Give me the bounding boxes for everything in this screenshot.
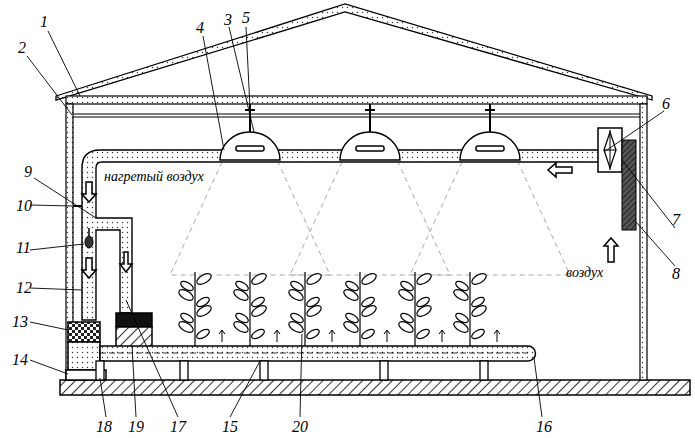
callout-number: 7 [672,212,680,228]
ceiling [66,96,647,104]
filter [622,140,636,230]
callout-number: 20 [292,419,308,435]
valve [85,228,93,248]
fan [598,128,622,172]
callout-number: 10 [16,198,32,214]
callout-number: 8 [672,266,680,282]
lamp [220,132,520,160]
callout-number: 3 [224,12,232,28]
callout-number: 6 [662,96,670,112]
callout-number: 14 [12,352,28,368]
flow-label: нагретый воздух [104,170,204,184]
light-cone [170,162,570,275]
callout-number: 5 [242,10,250,26]
flow-arrow [219,330,500,342]
callout-number: 18 [96,419,112,435]
leader-line [27,27,675,417]
callout-number: 15 [222,419,238,435]
floor [60,380,690,395]
callout-number: 16 [536,419,552,435]
callout-number: 11 [16,240,31,256]
callout-number: 2 [18,40,26,56]
callout-number: 4 [196,20,204,36]
flow-label: воздух [566,266,603,280]
callout-number: 19 [128,419,144,435]
callout-number: 13 [12,314,28,330]
callout-number: 9 [24,164,32,180]
callout-number: 1 [40,14,48,30]
callout-number: 17 [170,419,186,435]
heater-unit [68,322,100,342]
air-duct [82,150,600,320]
humidifier [116,313,152,327]
flow-arrow [82,163,618,278]
wall [640,104,647,380]
hanger [245,104,495,132]
callout-number: 12 [16,280,32,296]
air-channel [100,346,536,361]
roof [56,4,652,100]
plant [177,272,488,346]
